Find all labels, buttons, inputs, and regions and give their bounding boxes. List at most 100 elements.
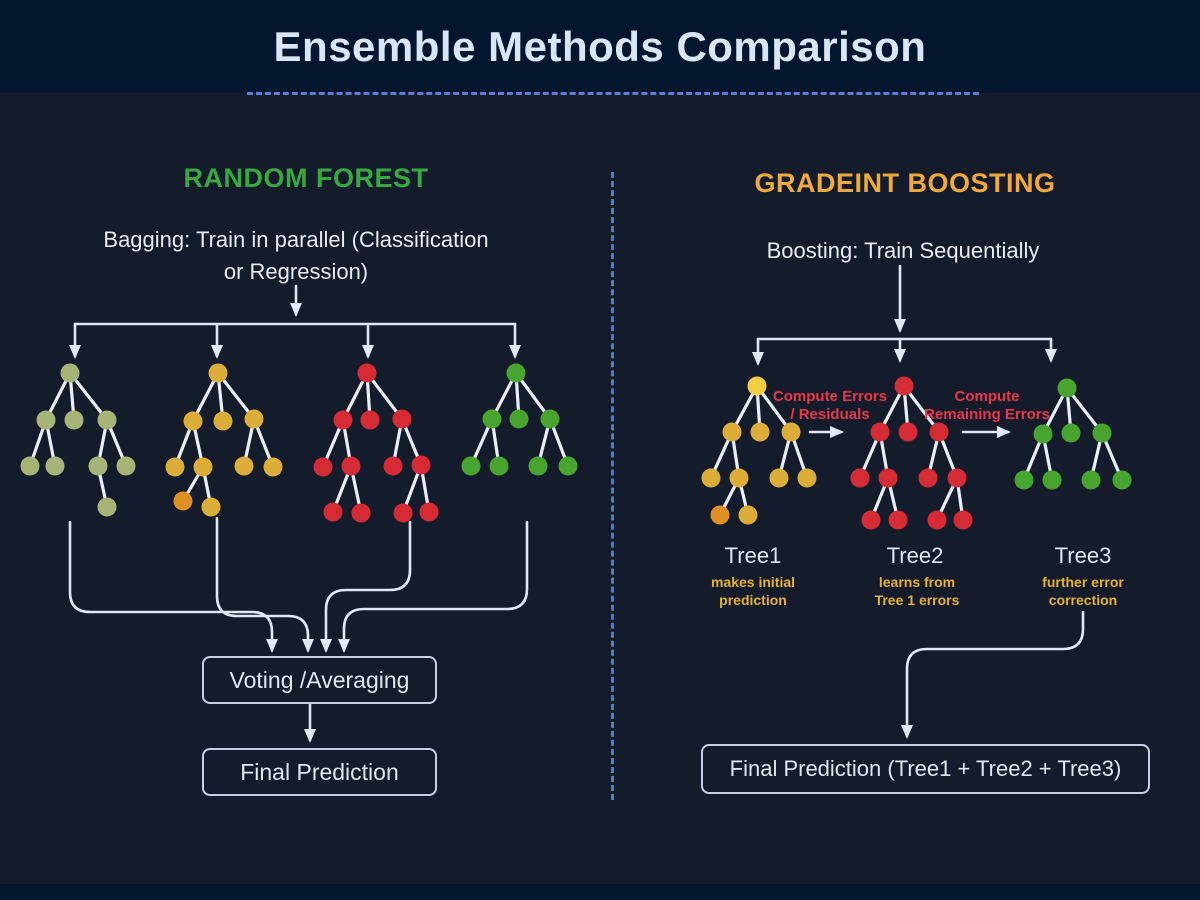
rf-tree-2-node-5 — [193, 457, 213, 477]
gb-tree-3-node-3 — [1092, 423, 1112, 443]
tree3-label: Tree3 — [1054, 543, 1112, 568]
gb-tree-2-node-11 — [953, 510, 973, 530]
gb-tree-2-edge — [902, 385, 941, 433]
gb-tree-3-node-0 — [1057, 378, 1077, 398]
gb-tree-1-node-9 — [738, 505, 758, 525]
rf-tree-1-node-0 — [60, 363, 80, 383]
header-divider-dashed-line — [247, 92, 979, 95]
voting-averaging-label: Voting /Averaging — [229, 666, 410, 693]
gb-tree-2-node-2 — [898, 422, 918, 442]
page-title: Ensemble Methods Comparison — [273, 22, 927, 70]
compute-errors-line2: / Residuals — [790, 406, 870, 423]
gb-tree-2-node-4 — [850, 468, 870, 488]
gb-tree-3-node-7 — [1112, 470, 1132, 490]
rf-tree-2-node-0 — [208, 363, 228, 383]
rf-tree-3-node-0 — [357, 363, 377, 383]
gb-tree-3-node-6 — [1081, 470, 1101, 490]
gb-tree-1-node-4 — [701, 468, 721, 488]
gb-tree-1-node-3 — [781, 422, 801, 442]
header-bar: Ensemble Methods Comparison — [0, 0, 1200, 93]
gb-tree-3-node-2 — [1061, 423, 1081, 443]
rf-tree-1-edge — [68, 372, 109, 421]
rf-tree-4-node-0 — [506, 363, 526, 383]
gb-tree-1-node-2 — [750, 422, 770, 442]
gb-tree-2-node-7 — [947, 468, 967, 488]
bagging-subtitle-line1: Bagging: Train in parallel (Classificati… — [103, 227, 489, 252]
boosting-subtitle: Boosting: Train Sequentially — [766, 238, 1040, 263]
rf-tree-1-node-5 — [45, 456, 65, 476]
gb-tree-2-node-6 — [918, 468, 938, 488]
gb-tree-2-node-5 — [878, 468, 898, 488]
rf-tree-1-node-7 — [116, 456, 136, 476]
bagging-subtitle-line2: or Regression) — [223, 259, 369, 284]
rf-tree-1-node-6 — [88, 456, 108, 476]
rf-tree-4-edge — [514, 372, 552, 420]
rf-tree-4-node-6 — [528, 456, 548, 476]
gb-tree-1-node-7 — [797, 468, 817, 488]
panel-divider-dashed-line — [611, 172, 614, 800]
rf-tree-3-node-1 — [333, 410, 353, 430]
gb-tree-2-node-1 — [870, 422, 890, 442]
footer-bar — [0, 884, 1200, 900]
gb-tree-2-node-0 — [894, 376, 914, 396]
compute-errors-label: Compute Errors / Residuals — [773, 388, 887, 424]
voting-averaging-box: Voting /Averaging — [202, 656, 437, 704]
gb-tree-2-node-8 — [861, 510, 881, 530]
compute-remaining-line1: Compute — [954, 388, 1020, 405]
rf-tree-4-node-4 — [461, 456, 481, 476]
gb-tree-3-node-1 — [1033, 424, 1053, 444]
rf-tree-3-node-5 — [341, 456, 361, 476]
rf-tree-2-node-1 — [183, 411, 203, 431]
gb-tree-3-node-4 — [1014, 470, 1034, 490]
final-prediction-label-right: Final Prediction (Tree1 + Tree2 + Tree3) — [729, 756, 1122, 781]
compute-errors-line1: Compute Errors — [772, 388, 888, 405]
rf-tree-4-node-2 — [509, 409, 529, 429]
gb-tree-2-node-3 — [929, 422, 949, 442]
rf-tree-2-node-3 — [244, 409, 264, 429]
rf-tree-1-node-4 — [20, 456, 40, 476]
tree1-label: Tree1 — [724, 543, 782, 568]
gb-tree-1-node-6 — [769, 468, 789, 488]
rf-tree-3-node-6 — [383, 456, 403, 476]
rf-tree-3-node-7 — [411, 455, 431, 475]
rf-tree-2-node-2 — [213, 411, 233, 431]
compute-remaining-label: Compute Remaining Errors — [924, 388, 1050, 424]
rf-tree-3-node-10 — [393, 503, 413, 523]
rf-tree-3-node-8 — [323, 502, 343, 522]
tree1-caption: makes initial prediction — [711, 573, 795, 609]
gb-tree-3-edge — [1065, 387, 1104, 434]
tree3-caption-line1: further error — [1042, 574, 1124, 590]
rf-tree-1-node-8 — [97, 497, 117, 517]
rf-merge-3 — [320, 520, 412, 653]
gb-tree-1-node-0 — [747, 376, 767, 396]
tree1-caption-line2: prediction — [719, 592, 787, 608]
tree3-caption-line2: correction — [1048, 592, 1118, 608]
rf-tree-1-node-1 — [36, 410, 56, 430]
rf-tree-3-node-9 — [351, 503, 371, 523]
rf-tree-1-node-3 — [97, 410, 117, 430]
random-forest-title: RANDOM FOREST — [183, 163, 429, 193]
rf-tree-4-node-3 — [540, 409, 560, 429]
rf-tree-1-node-2 — [64, 410, 84, 430]
rf-tree-3-node-4 — [313, 457, 333, 477]
rf-tree-3-node-2 — [360, 410, 380, 430]
gb-tree-1-edge — [755, 385, 793, 433]
gb-tree-3-node-5 — [1042, 470, 1062, 490]
rf-tree-2-node-9 — [201, 497, 221, 517]
gb-tree-1-node-5 — [729, 468, 749, 488]
tree2-caption-line2: Tree 1 errors — [874, 592, 960, 608]
tree2-caption: learns from Tree 1 errors — [875, 573, 960, 609]
rf-tree-2-node-4 — [165, 457, 185, 477]
gb-tree-1-node-1 — [722, 422, 742, 442]
rf-tree-2-node-6 — [234, 456, 254, 476]
tree2-label: Tree2 — [886, 543, 944, 568]
gb-tree-2-node-9 — [888, 510, 908, 530]
final-prediction-label-left: Final Prediction — [240, 758, 399, 785]
rf-merge-4 — [338, 520, 529, 653]
final-prediction-box-right: Final Prediction (Tree1 + Tree2 + Tree3) — [701, 744, 1150, 794]
gb-tree-2-node-10 — [927, 510, 947, 530]
rf-tree-2-node-7 — [263, 457, 283, 477]
rf-tree-3-edge — [365, 372, 404, 420]
gb-tree-1-node-8 — [710, 505, 730, 525]
